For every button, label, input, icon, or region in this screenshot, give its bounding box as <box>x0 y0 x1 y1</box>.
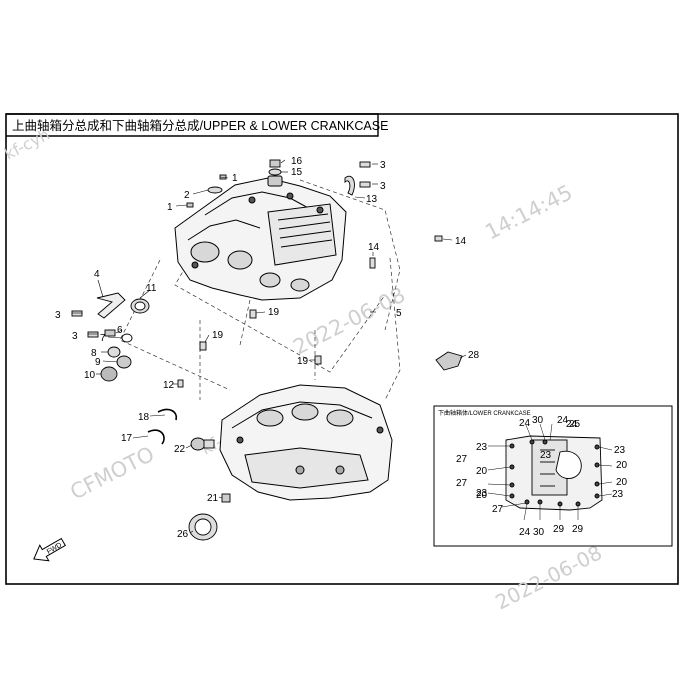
callout-29b: 29 <box>572 524 584 535</box>
callout-2: 2 <box>184 190 190 201</box>
callout-19c: 19 <box>297 356 309 367</box>
callout-24d: 24 <box>566 419 578 430</box>
callout-19a: 19 <box>212 330 224 341</box>
callout-5: 5 <box>396 308 402 319</box>
callout-3c: 3 <box>55 310 61 321</box>
callout-7: 7 <box>100 333 106 344</box>
callout-15: 15 <box>291 167 303 178</box>
callout-24c: 24 <box>519 527 531 538</box>
callout-3b: 3 <box>380 181 386 192</box>
callout-23a: 23 <box>476 442 488 453</box>
callout-8: 8 <box>91 348 97 359</box>
diagram-title: 上曲轴箱分总成和下曲轴箱分总成/UPPER & LOWER CRANKCASE <box>12 118 388 133</box>
callout-29a: 29 <box>553 524 565 535</box>
leader-lines <box>72 159 467 534</box>
callout-10: 10 <box>84 370 96 381</box>
watermark-time: 14:14:45 <box>481 180 576 244</box>
callout-25: 25 <box>569 419 581 430</box>
callout-24a: 24 <box>519 418 531 429</box>
callout-1a: 1 <box>167 202 173 213</box>
callout-labels: 1 1 2 3 3 3 3 4 5 6 7 8 9 10 11 12 13 14… <box>55 156 628 540</box>
callout-20a: 20 <box>476 466 488 477</box>
callout-4: 4 <box>94 269 100 280</box>
callout-21: 21 <box>207 493 219 504</box>
callout-3d: 3 <box>72 331 78 342</box>
callout-19b: 19 <box>268 307 280 318</box>
callout-27b: 27 <box>456 478 468 489</box>
lower-crankcase <box>219 384 393 501</box>
callout-20b: 20 <box>476 490 488 501</box>
callout-16: 16 <box>291 156 303 167</box>
callout-27c: 27 <box>492 504 504 515</box>
callout-13: 13 <box>366 194 378 205</box>
callout-3a: 3 <box>380 160 386 171</box>
upper-crankcase <box>174 175 347 301</box>
callout-11: 11 <box>146 283 157 294</box>
watermark-brand: CFMOTO <box>66 442 158 505</box>
title-box <box>6 113 379 137</box>
callout-20d: 20 <box>616 477 628 488</box>
callout-23b: 23 <box>476 488 488 499</box>
callout-17: 17 <box>121 433 133 444</box>
inset-frame <box>433 405 673 547</box>
callout-26: 26 <box>177 529 189 540</box>
fwd-label: FWD <box>46 542 63 556</box>
callout-23d: 23 <box>612 489 624 500</box>
callout-28: 28 <box>468 350 480 361</box>
callout-6: 6 <box>117 325 123 336</box>
inset-title: 下曲轴箱体/LOWER CRANKCASE <box>438 409 531 417</box>
lower-crankcase-inset: 下曲轴箱体/LOWER CRANKCASE <box>433 405 673 547</box>
callout-27a: 27 <box>456 454 468 465</box>
fwd-arrow: FWD <box>33 537 67 562</box>
small-parts <box>71 159 463 541</box>
callout-23c: 23 <box>614 445 626 456</box>
callout-12: 12 <box>163 380 175 391</box>
callout-9: 9 <box>95 357 101 368</box>
callout-1b: 1 <box>232 173 238 184</box>
callout-23e: 23 <box>540 450 552 461</box>
callout-30b: 30 <box>533 527 545 538</box>
diagram-frame <box>5 113 679 585</box>
callout-22: 22 <box>174 444 186 455</box>
watermark-date-bottomright: 2022-06-08 <box>491 540 605 614</box>
callout-30a: 30 <box>532 415 544 426</box>
callout-18: 18 <box>138 412 150 423</box>
callout-24b: 24 <box>557 415 569 426</box>
callout-14b: 14 <box>368 242 380 253</box>
callout-14a: 14 <box>455 236 467 247</box>
callout-20c: 20 <box>616 460 628 471</box>
